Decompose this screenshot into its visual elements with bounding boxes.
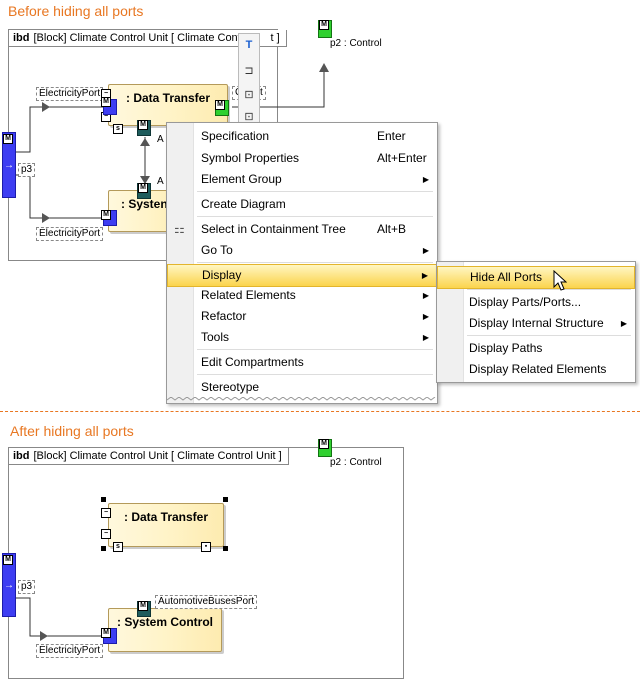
submenu-arrow-icon: ▶ — [422, 312, 429, 321]
frame-title: [Block] Climate Control Unit [ Climate C… — [33, 450, 282, 462]
part-title: : Data Transfer — [125, 91, 211, 105]
menu-item-related-elements[interactable]: Related Elements ▶ — [167, 285, 437, 306]
port-p3-after[interactable] — [2, 553, 16, 617]
port-label-automotive-a: A — [155, 134, 166, 146]
submenu-arrow-icon: ▶ — [620, 319, 627, 328]
port-marker-m: M — [215, 100, 225, 110]
text-tool-icon[interactable]: T — [245, 39, 253, 51]
selection-handle[interactable] — [223, 497, 228, 502]
menu-item-create-diagram[interactable]: Create Diagram — [201, 197, 286, 211]
menu-item-stereotype[interactable]: Stereotype — [201, 380, 260, 394]
port-marker-m: M — [138, 183, 148, 193]
port-label-automotive-buses: AutomotiveBusesPort — [155, 595, 258, 609]
smart-manipulator-toolbar: T ⊐ ⊡ ⊡ — [238, 33, 260, 125]
frame-title-tail: t ] — [270, 32, 280, 44]
collapse-icon[interactable]: − — [101, 529, 111, 539]
part-title: : Systen — [121, 197, 168, 211]
menu-item-display-internal-structure[interactable]: Display Internal Structure ▶ — [437, 313, 635, 334]
port-marker-m: M — [319, 20, 329, 30]
menu-item-select-in-containment-tree[interactable]: ⚏ Select in Containment Tree Alt+B — [167, 219, 437, 240]
display-submenu: Hide All Ports Display Parts/Ports... Di… — [436, 261, 636, 383]
after-heading: After hiding all ports — [10, 423, 134, 439]
containment-tree-icon: ⚏ — [174, 222, 185, 236]
port-marker-m: M — [3, 555, 13, 565]
menu-item-display-paths[interactable]: Display Paths — [469, 341, 543, 355]
port-label-p2: p2 : Control — [328, 457, 384, 469]
part-title: : Data Transfer — [123, 510, 209, 524]
port-label-electricity: ElectricityPort — [36, 644, 104, 658]
port-p3-before[interactable] — [2, 132, 16, 198]
port-label-electricity-top: ElectricityPort — [36, 87, 104, 101]
menu-separator — [197, 374, 433, 375]
menu-item-display-parts-ports[interactable]: Display Parts/Ports... — [469, 295, 582, 309]
menu-item-refactor[interactable]: Refactor ▶ — [167, 306, 437, 327]
resize-handle-icon[interactable]: ▪ — [201, 542, 211, 552]
submenu-arrow-icon: ▶ — [422, 291, 429, 300]
selection-handle[interactable] — [101, 497, 106, 502]
port-marker-m: M — [138, 120, 148, 130]
menu-item-specification[interactable]: Specification Enter — [201, 129, 406, 143]
note-tool-icon[interactable]: ⊐ — [244, 65, 254, 77]
section-divider — [0, 411, 640, 412]
menu-item-display-related-elements[interactable]: Display Related Elements — [469, 362, 607, 376]
selection-handle[interactable] — [101, 546, 106, 551]
frame-kind: ibd — [13, 32, 30, 44]
port-tool-icon[interactable]: ⊡ — [244, 89, 254, 101]
mouse-pointer-icon — [553, 270, 567, 291]
menu-item-edit-compartments[interactable]: Edit Compartments — [201, 355, 304, 369]
menu-separator — [197, 191, 433, 192]
port-label-electricity-bottom: ElectricityPort — [36, 227, 104, 241]
menu-separator — [197, 216, 433, 217]
frame-title: [Block] Climate Control Unit [ Climate C… — [33, 32, 251, 44]
port-label-automotive-b: A — [155, 176, 166, 188]
part-system-control-after[interactable]: : System Control — [108, 608, 222, 652]
menu-item-hide-all-ports[interactable]: Hide All Ports — [437, 266, 635, 289]
before-heading: Before hiding all ports — [8, 3, 144, 19]
flow-tool-icon[interactable]: ⊡ — [244, 111, 254, 123]
marker-s: s — [113, 124, 123, 134]
port-marker-m: M — [101, 97, 111, 107]
menu-item-tools[interactable]: Tools ▶ — [167, 327, 437, 348]
port-marker-m: M — [101, 210, 111, 220]
frame-kind: ibd — [13, 450, 30, 462]
port-label-p3: p3 — [18, 163, 36, 177]
menu-item-go-to[interactable]: Go To ▶ — [167, 240, 437, 261]
part-data-transfer-before[interactable]: : Data Transfer — [108, 84, 228, 126]
submenu-arrow-icon: ▶ — [422, 175, 429, 184]
port-direction-icon: → — [4, 580, 14, 591]
port-label-p2: p2 : Control — [328, 38, 384, 50]
part-data-transfer-after[interactable]: : Data Transfer — [108, 503, 224, 547]
submenu-arrow-icon: ▶ — [421, 271, 428, 280]
frame-tab-after: ibd[Block] Climate Control Unit [ Climat… — [9, 448, 289, 465]
menu-item-symbol-properties[interactable]: Symbol Properties Alt+Enter — [201, 151, 427, 165]
port-marker-m: M — [319, 439, 329, 449]
menu-separator — [197, 262, 433, 263]
menu-separator — [467, 289, 631, 290]
menu-torn-edge — [167, 397, 436, 401]
port-marker-m: M — [138, 601, 148, 611]
port-direction-icon: → — [4, 160, 14, 171]
submenu-arrow-icon: ▶ — [422, 246, 429, 255]
frame-tab-before: ibd[Block] Climate Control Unit [ Climat… — [9, 30, 287, 47]
part-title: : System Control — [116, 615, 213, 629]
collapse-icon[interactable]: − — [101, 508, 111, 518]
port-label-p3: p3 — [18, 580, 36, 594]
context-menu: Specification Enter Symbol Properties Al… — [166, 122, 438, 404]
port-marker-m: M — [101, 628, 111, 638]
menu-gutter — [167, 123, 194, 403]
port-marker-m: M — [3, 134, 13, 144]
menu-separator — [467, 335, 631, 336]
selection-handle[interactable] — [223, 546, 228, 551]
menu-separator — [197, 349, 433, 350]
submenu-arrow-icon: ▶ — [422, 333, 429, 342]
menu-item-element-group[interactable]: Element Group ▶ — [167, 169, 437, 190]
marker-s: s — [113, 542, 123, 552]
